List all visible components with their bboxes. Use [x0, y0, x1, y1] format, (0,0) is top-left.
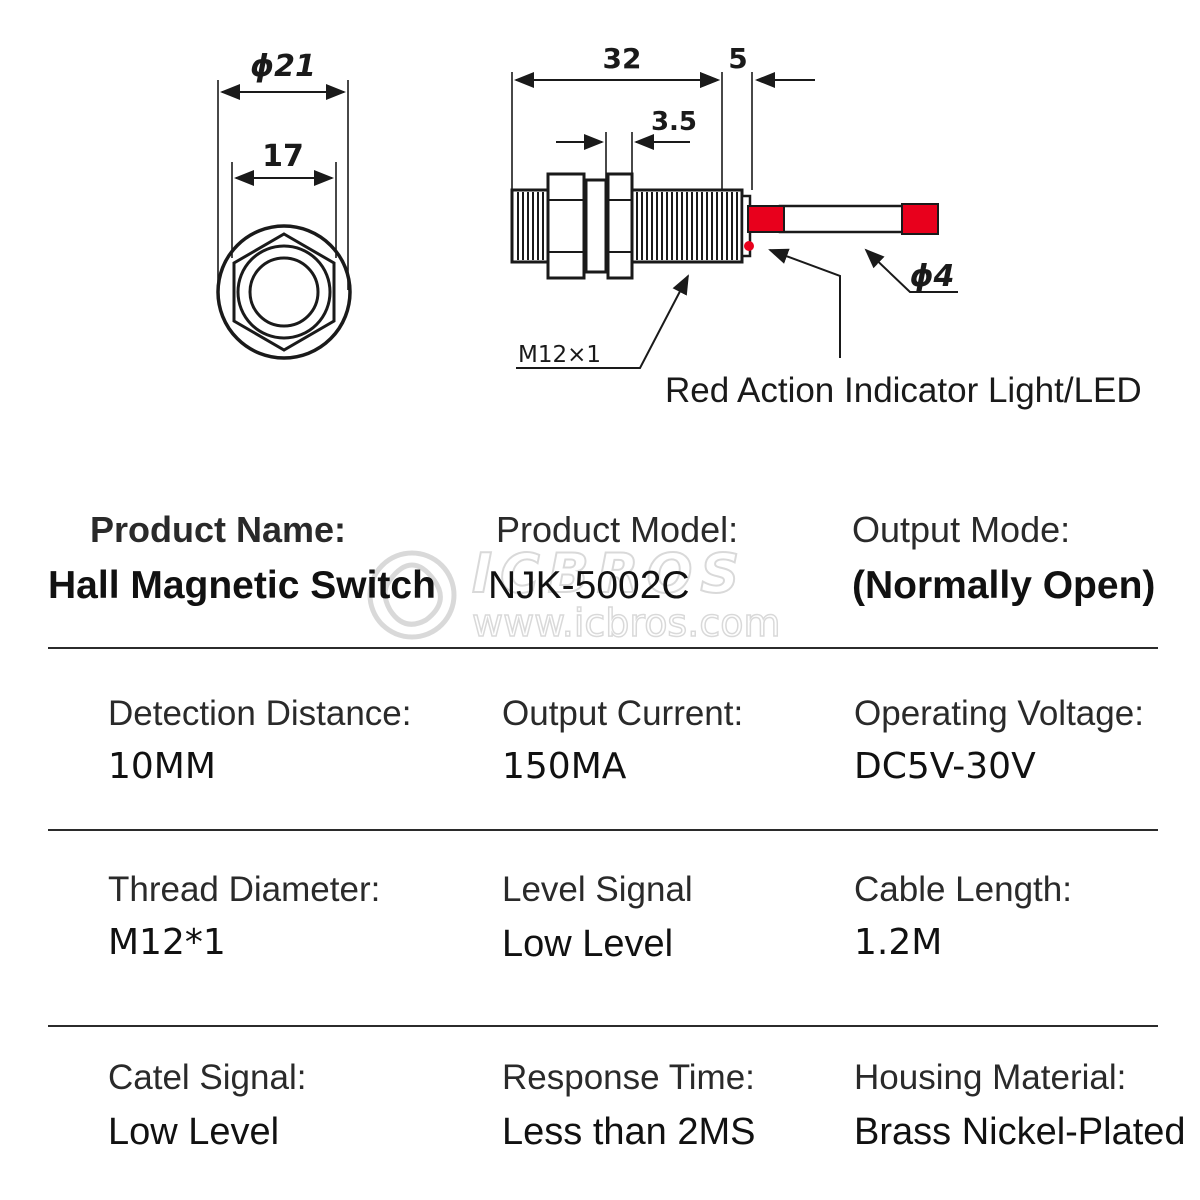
- spec-label: Catel Signal:: [108, 1058, 307, 1097]
- spec-product-model: Product Model: NJK-5002C: [488, 509, 848, 607]
- spec-output-current: Output Current: 150MA: [502, 696, 862, 785]
- spec-label: Level Signal: [502, 870, 693, 909]
- spec-value: 1.2M: [854, 922, 943, 963]
- spec-value: Low Level: [108, 1111, 280, 1153]
- dim-thread: M12×1: [518, 342, 601, 368]
- row-divider: [48, 829, 1158, 831]
- spec-thread-diameter: Thread Diameter: M12*1: [108, 872, 468, 961]
- sensor-dimension-drawing: ϕ21 17: [216, 42, 1142, 410]
- spec-value: 150MA: [502, 746, 627, 787]
- dim-inner-width: 17: [262, 139, 304, 174]
- spec-value: Low Level: [502, 923, 674, 965]
- spec-cable-length: Cable Length: 1.2M: [854, 872, 1200, 961]
- front-view: [216, 80, 352, 360]
- dim-nut-width: 3.5: [651, 107, 697, 137]
- dim-tail-length: 5: [728, 42, 747, 75]
- spec-label: Output Current:: [502, 694, 744, 733]
- spec-label: Housing Material:: [854, 1058, 1127, 1097]
- row-divider: [48, 1025, 1158, 1027]
- spec-detection-distance: Detection Distance: 10MM: [108, 696, 468, 785]
- spec-product-name: Product Name: Hall Magnetic Switch: [48, 509, 448, 607]
- spec-value: (Normally Open): [852, 564, 1156, 607]
- spec-operating-voltage: Operating Voltage: DC5V-30V: [854, 696, 1200, 785]
- spec-value: Brass Nickel-Plated: [854, 1111, 1186, 1153]
- spec-label: Operating Voltage:: [854, 694, 1144, 733]
- spec-label: Product Model:: [496, 509, 739, 550]
- cable-sleeve-right: [901, 203, 939, 235]
- spec-value: NJK-5002C: [488, 564, 690, 607]
- dim-cable-diameter: ϕ4: [910, 259, 955, 294]
- led-callout-label: Red Action Indicator Light/LED: [665, 371, 1142, 410]
- spec-value: 10MM: [108, 746, 216, 787]
- spec-label: Response Time:: [502, 1058, 755, 1097]
- spec-level-signal: Level Signal Low Level: [502, 872, 862, 963]
- row-divider: [48, 647, 1158, 649]
- led-indicator: [744, 241, 754, 251]
- dim-outer-diameter: ϕ21: [250, 49, 316, 84]
- spec-output-mode: Output Mode: (Normally Open): [852, 509, 1200, 607]
- spec-housing-material: Housing Material: Brass Nickel-Plated: [854, 1060, 1200, 1151]
- spec-value: Hall Magnetic Switch: [48, 564, 436, 607]
- spec-value: Less than 2MS: [502, 1111, 756, 1153]
- spec-label: Thread Diameter:: [108, 870, 381, 909]
- spec-label: Cable Length:: [854, 870, 1072, 909]
- cable-sleeve-left: [747, 205, 785, 233]
- dim-body-length: 32: [603, 42, 642, 75]
- spec-value: M12*1: [108, 922, 226, 963]
- spec-label: Output Mode:: [852, 509, 1071, 550]
- side-view: [510, 72, 908, 280]
- spec-label: Detection Distance:: [108, 694, 412, 733]
- spec-catel-signal: Catel Signal: Low Level: [108, 1060, 468, 1151]
- spec-response-time: Response Time: Less than 2MS: [502, 1060, 862, 1151]
- spec-label: Product Name:: [90, 509, 347, 550]
- spec-value: DC5V-30V: [854, 746, 1036, 787]
